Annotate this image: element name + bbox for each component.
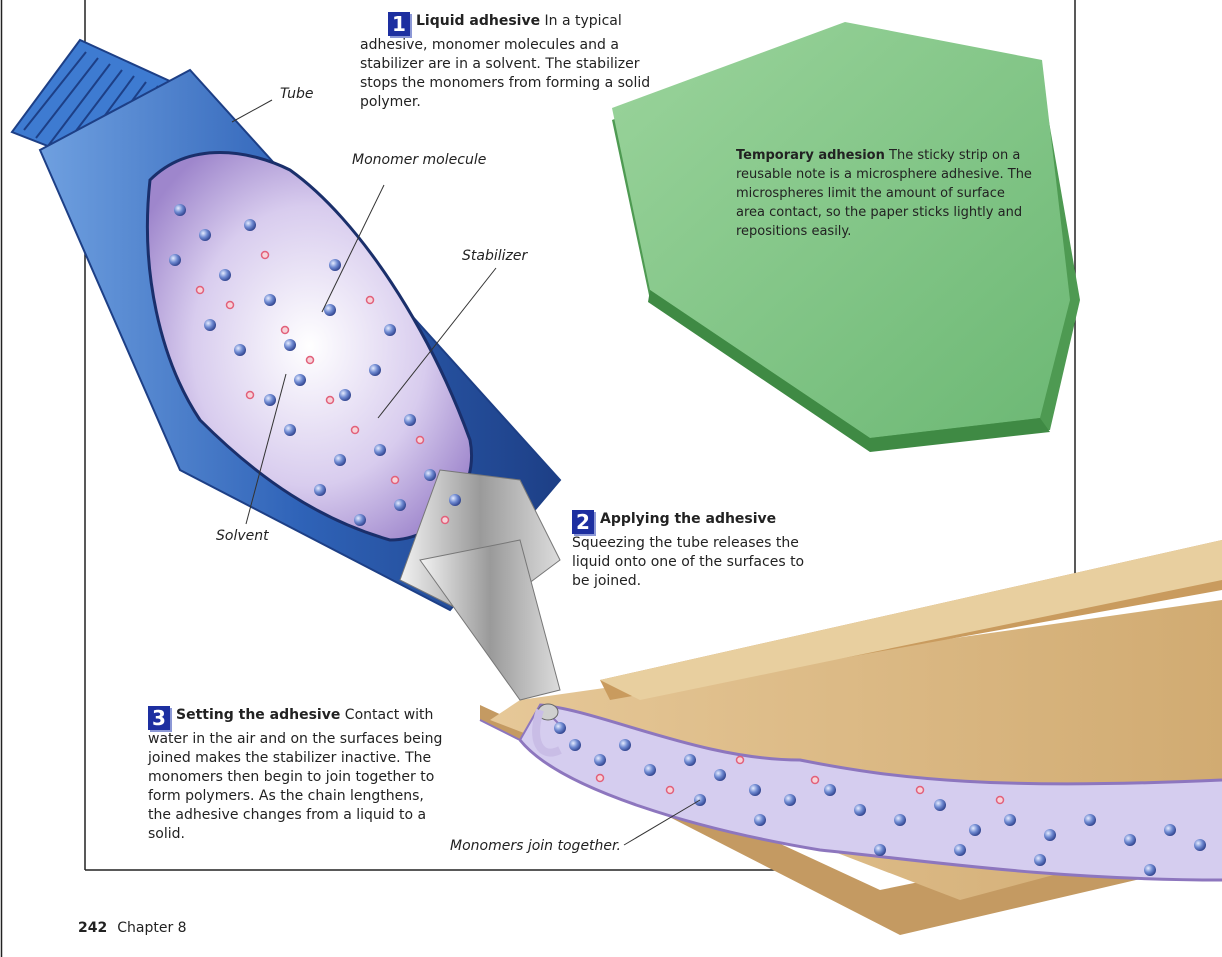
label-solvent: Solvent [216,528,269,544]
stabilizer-molecule [417,437,424,444]
blank-box [306,14,366,64]
step-number-badge: 2 [572,510,594,534]
step-title: Applying the adhesive [600,511,776,527]
monomer-molecule [314,484,326,496]
cardboard-sheets [480,540,1222,935]
monomer-molecule [174,204,186,216]
monomer-molecule [1144,864,1156,876]
monomer-molecule [1044,829,1056,841]
stabilizer-molecule [327,397,334,404]
monomer-molecule [824,784,836,796]
monomer-molecule [374,444,386,456]
monomer-molecule [554,722,566,734]
monomer-molecule [284,339,296,351]
monomer-molecule [264,394,276,406]
step-number-badge: 3 [148,706,170,730]
page-number: 242 [78,920,107,936]
monomer-molecule [714,769,726,781]
monomer-molecule [264,294,276,306]
stabilizer-molecule [262,252,269,259]
monomer-molecule [1084,814,1096,826]
step-text: Contact with water in the air and on the… [148,707,442,842]
stabilizer-molecule [812,777,819,784]
label-tube: Tube [280,86,314,102]
monomer-molecule [954,844,966,856]
monomer-molecule [644,764,656,776]
monomer-molecule [354,514,366,526]
step-applying-adhesive: 2 Applying the adhesive Squeezing the tub… [572,510,817,591]
step-title: Setting the adhesive [176,707,340,723]
stabilizer-molecule [442,517,449,524]
monomer-molecule [1034,854,1046,866]
monomer-molecule [369,364,381,376]
stabilizer-molecule [352,427,359,434]
stabilizer-molecule [197,287,204,294]
step-setting-adhesive: 3 Setting the adhesive Contact with water… [148,706,448,844]
monomer-molecule [294,374,306,386]
monomer-molecule [1124,834,1136,846]
monomer-molecule [594,754,606,766]
monomer-molecule [204,319,216,331]
monomer-molecule [969,824,981,836]
monomer-molecule [894,814,906,826]
monomer-molecule [1194,839,1206,851]
stabilizer-molecule [227,302,234,309]
monomer-molecule [219,269,231,281]
stabilizer-molecule [667,787,674,794]
monomer-molecule [449,494,461,506]
monomer-molecule [874,844,886,856]
monomer-molecule [1004,814,1016,826]
monomer-molecule [749,784,761,796]
step-liquid-adhesive: 1Liquid adhesive In a typical adhesive, … [360,12,660,112]
monomer-molecule [934,799,946,811]
monomer-molecule [199,229,211,241]
monomer-molecule [1164,824,1176,836]
step-number-badge: 1 [388,12,410,36]
monomer-molecule [784,794,796,806]
note-title: Temporary adhesion [736,148,885,163]
label-stabilizer: Stabilizer [462,248,527,264]
monomer-molecule [569,739,581,751]
monomer-molecule [684,754,696,766]
monomer-molecule [334,454,346,466]
label-monomers-join: Monomers join together. [450,838,621,854]
stabilizer-molecule [247,392,254,399]
monomer-molecule [619,739,631,751]
note-temporary-adhesion: Temporary adhesion The sticky strip on a… [736,146,1032,241]
monomer-molecule [324,304,336,316]
stabilizer-molecule [737,757,744,764]
monomer-molecule [754,814,766,826]
glue-tube [12,40,560,753]
monomer-molecule [404,414,416,426]
page-footer: 242 Chapter 8 [78,920,187,936]
chapter-label: Chapter 8 [117,920,186,936]
stabilizer-molecule [307,357,314,364]
monomer-molecule [284,424,296,436]
monomer-molecule [384,324,396,336]
monomer-molecule [244,219,256,231]
monomer-molecule [169,254,181,266]
stabilizer-molecule [367,297,374,304]
monomer-molecule [329,259,341,271]
stabilizer-molecule [392,477,399,484]
label-monomer-molecule: Monomer molecule [352,152,486,168]
step-title: Liquid adhesive [416,13,540,29]
step-text: Squeezing the tube releases the liquid o… [572,535,804,589]
monomer-molecule [394,499,406,511]
stabilizer-molecule [917,787,924,794]
monomer-molecule [234,344,246,356]
stabilizer-molecule [997,797,1004,804]
stabilizer-molecule [282,327,289,334]
stabilizer-molecule [597,775,604,782]
monomer-molecule [854,804,866,816]
monomer-molecule [424,469,436,481]
monomer-molecule [339,389,351,401]
